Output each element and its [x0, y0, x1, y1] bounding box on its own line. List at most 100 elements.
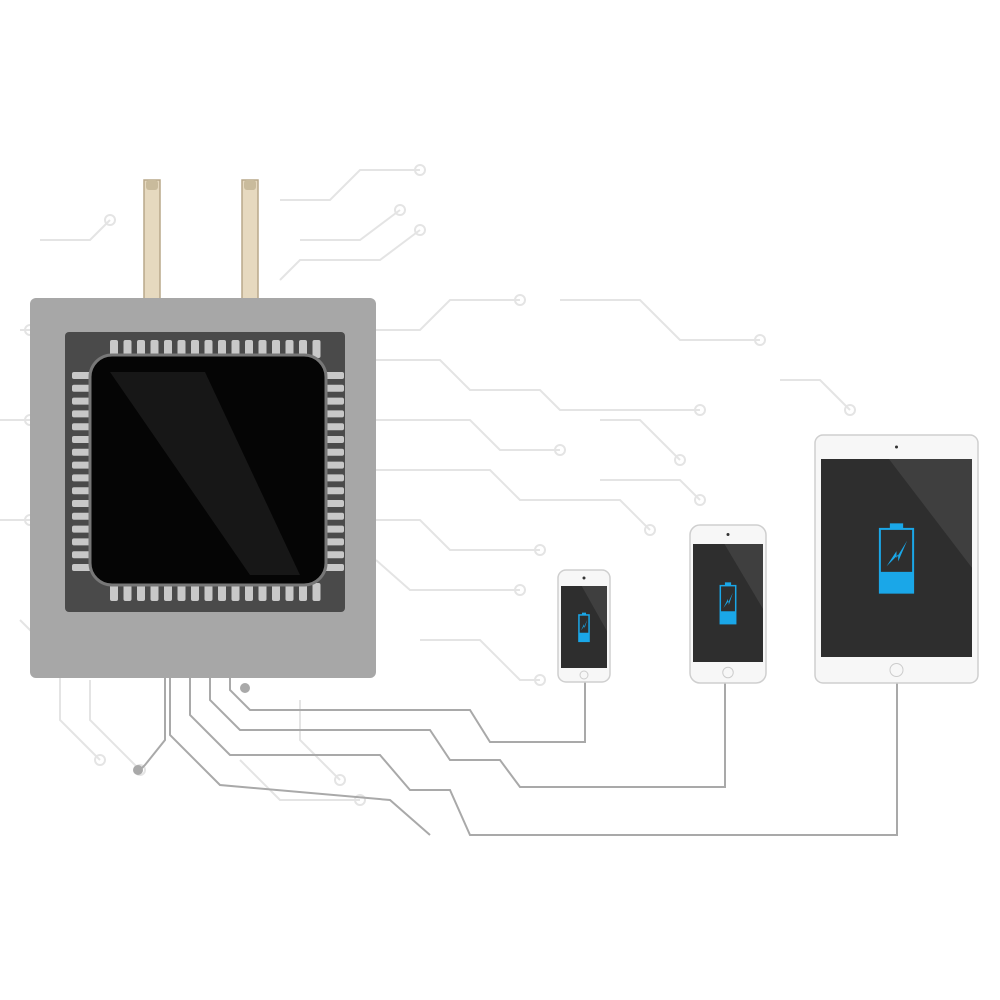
battery-terminal — [581, 612, 587, 615]
circuit-node — [534, 674, 546, 686]
home-button — [889, 663, 904, 677]
chip-pin — [218, 583, 226, 601]
chip-pin — [72, 564, 92, 571]
circuit-node — [334, 774, 346, 786]
chip-pin — [72, 487, 92, 495]
lightning-bolt — [886, 540, 908, 567]
devices — [557, 434, 979, 684]
plug-prong-icon — [143, 179, 259, 303]
circuit-node — [694, 404, 706, 416]
chip-pin — [324, 397, 344, 405]
circuit-trace — [376, 299, 520, 331]
charging-wires — [133, 650, 898, 836]
chip-pin — [324, 512, 344, 520]
camera-dot — [895, 445, 898, 449]
chip-pin — [258, 583, 267, 601]
chip-pin — [72, 525, 92, 533]
lightning-bolt — [723, 592, 733, 608]
circuit-node — [354, 794, 366, 806]
chip-pin — [150, 583, 159, 601]
circuit-trace — [420, 639, 540, 681]
circuit-trace — [376, 419, 560, 451]
chip-pin — [324, 487, 344, 495]
chip-pin — [110, 583, 118, 601]
chip-pin — [177, 583, 186, 601]
battery-charging-icon — [719, 582, 737, 625]
circuit-node — [694, 494, 706, 506]
battery-charging-icon — [878, 523, 915, 594]
chip-pin — [72, 423, 92, 431]
chip-pin — [324, 461, 344, 469]
charging-wire — [169, 650, 431, 836]
screen-glare — [724, 544, 763, 609]
charging-wire — [189, 650, 898, 836]
screen-glare — [888, 459, 972, 568]
chip-pin — [324, 525, 344, 533]
circuit-node — [514, 584, 526, 596]
chip-pin — [285, 583, 294, 601]
home-button — [722, 666, 734, 679]
chip-pin — [299, 583, 307, 601]
battery-level — [879, 571, 914, 593]
chip-pin — [72, 384, 92, 392]
phone-icon — [557, 569, 611, 683]
battery-level — [578, 632, 590, 642]
circuit-trace — [376, 359, 700, 411]
circuit-trace — [299, 700, 341, 781]
chip-pin — [324, 564, 344, 571]
circuit-node — [414, 224, 426, 236]
chip-pin — [72, 551, 92, 559]
circuit-node — [674, 454, 686, 466]
circuit-trace — [279, 229, 421, 281]
circuit-trace — [300, 209, 401, 241]
circuit-trace — [780, 379, 851, 411]
circuit-trace — [239, 759, 360, 801]
chip-pin — [123, 583, 132, 601]
chip-pin — [191, 583, 199, 601]
chip-pin — [272, 583, 280, 601]
circuit-node — [414, 164, 426, 176]
chip-pin — [324, 474, 344, 482]
chip-pin — [324, 551, 344, 559]
circuit-node — [394, 204, 406, 216]
charging-wire — [209, 650, 726, 788]
circuit-node — [554, 444, 566, 456]
circuit-node — [514, 294, 526, 306]
chip-pin — [324, 423, 344, 431]
screen-glare — [581, 586, 607, 632]
wire-node — [240, 683, 250, 693]
chip-pins — [72, 340, 344, 601]
charging-wire — [229, 650, 586, 743]
prong — [143, 179, 161, 303]
circuit-node — [844, 404, 856, 416]
camera-dot — [726, 533, 730, 536]
chip-pin — [164, 583, 172, 601]
chip-pin — [72, 461, 92, 469]
prong-tip — [244, 180, 256, 190]
battery-level — [720, 611, 736, 624]
circuit-node — [534, 544, 546, 556]
battery-terminal — [724, 582, 732, 586]
chip-pin — [72, 436, 92, 443]
circuit-trace — [376, 469, 651, 531]
circuit-node — [754, 334, 766, 346]
circuit-node — [104, 214, 116, 226]
chip-pin — [324, 372, 344, 379]
charger-chip-icon — [30, 298, 376, 678]
wire-node — [133, 765, 143, 775]
battery-charging-icon — [578, 612, 590, 643]
camera-dot — [582, 576, 586, 580]
prong-tip — [146, 180, 158, 190]
circuit-trace — [600, 419, 681, 461]
chip-pin — [72, 512, 92, 520]
circuit-node — [94, 754, 106, 766]
chip-pin — [72, 500, 92, 507]
chip-pin — [72, 397, 92, 405]
circuit-trace — [89, 680, 141, 771]
circuit-trace — [600, 479, 701, 501]
chip-pin — [72, 372, 92, 379]
circuit-trace — [560, 299, 760, 341]
chip-pin — [312, 340, 321, 358]
